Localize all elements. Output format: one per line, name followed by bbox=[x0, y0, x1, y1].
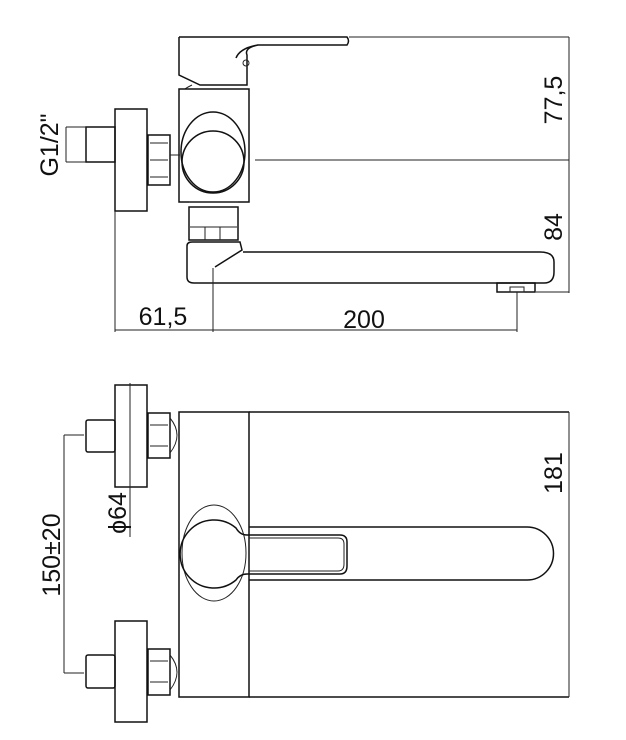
dim-line-centres bbox=[63, 434, 84, 674]
side-view: 61,5 200 77,5 84 G1/2" bbox=[36, 36, 570, 334]
dim-height-lower: 84 bbox=[540, 213, 568, 241]
upper-pipe bbox=[85, 419, 116, 453]
lever-screw bbox=[242, 59, 250, 67]
spout bbox=[186, 241, 555, 284]
lower-nut bbox=[147, 648, 171, 696]
thread-section bbox=[65, 126, 86, 163]
cartridge-outline bbox=[180, 111, 246, 193]
union-nut bbox=[147, 134, 171, 186]
dim-thread: G1/2" bbox=[36, 113, 64, 176]
upper-nut-facets bbox=[150, 417, 178, 454]
lower-nut-facets bbox=[150, 654, 178, 691]
lever bbox=[178, 36, 350, 86]
handle-bevel bbox=[249, 537, 345, 572]
upper-flange bbox=[114, 384, 148, 488]
wall-flange bbox=[114, 108, 148, 212]
spout-nut bbox=[188, 206, 239, 241]
dim-total-height: 181 bbox=[540, 452, 568, 494]
spout-nut-facets bbox=[190, 226, 237, 240]
outline-extents bbox=[249, 411, 569, 698]
nut-facets bbox=[150, 142, 180, 178]
dim-centre-distance: 150±20 bbox=[38, 513, 66, 596]
lower-flange bbox=[114, 620, 148, 723]
dim-spout-reach: 200 bbox=[343, 306, 385, 334]
dim-wall-offset: 61,5 bbox=[139, 303, 188, 331]
lower-pipe bbox=[85, 654, 116, 689]
spout-top-outline bbox=[249, 526, 555, 581]
inlet-pipe bbox=[85, 126, 116, 163]
front-body bbox=[178, 411, 250, 698]
front-view: 181 ϕ64 150±20 bbox=[38, 383, 570, 723]
knob-base bbox=[181, 504, 247, 602]
handle bbox=[179, 519, 348, 589]
dim-flange-diameter: ϕ64 bbox=[104, 492, 132, 534]
dim-height-upper: 77,5 bbox=[540, 76, 568, 125]
cartridge-cap bbox=[181, 130, 245, 194]
upper-nut bbox=[147, 412, 171, 459]
